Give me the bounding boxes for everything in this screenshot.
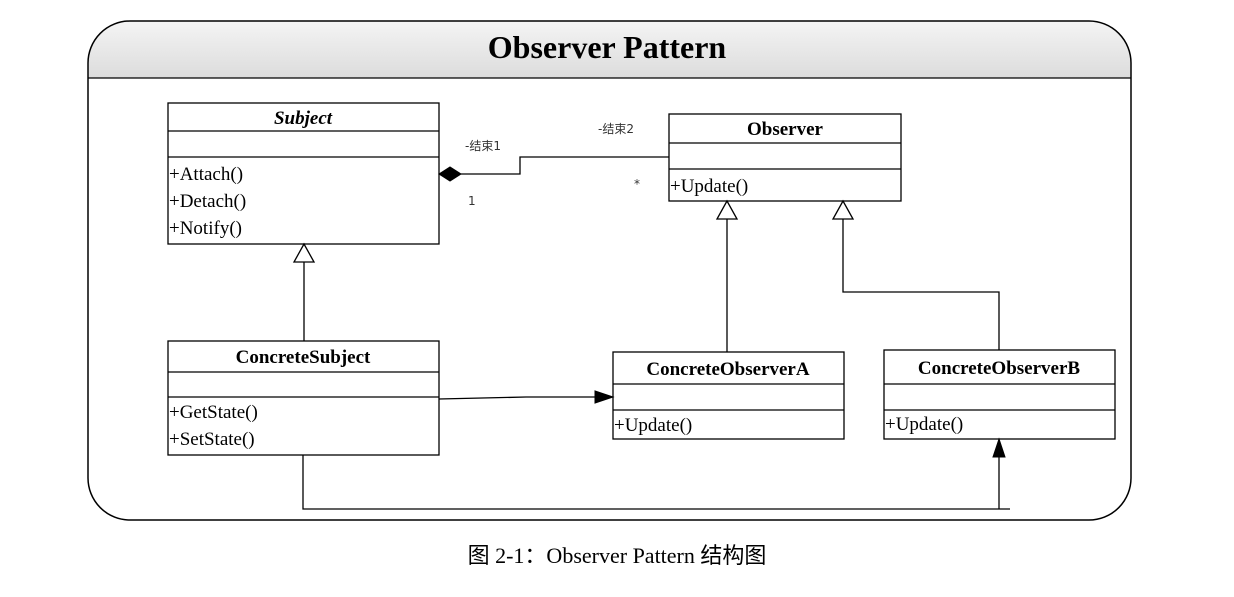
class-name: ConcreteObserverB (918, 358, 1080, 379)
operation: +GetState() (169, 402, 258, 423)
association-concrete-subject-to-observer-a (438, 390, 615, 404)
class-concrete-observer-a: ConcreteObserverA +Update() (612, 351, 845, 440)
figure-caption: 图 2-1：Observer Pattern 结构图 (467, 543, 767, 568)
association-end1-role: -结束1 (465, 139, 501, 153)
association-concrete-subject-to-observer-b (302, 437, 1010, 510)
generalization-concrete-observer-b-to-observer (831, 199, 1000, 350)
composition-diamond-icon (438, 166, 462, 182)
class-name: Subject (274, 108, 333, 129)
operation: +Update() (614, 415, 692, 436)
operation: +Update() (670, 176, 748, 197)
class-observer: Observer +Update() (668, 113, 902, 202)
association-end2-role: -结束2 (598, 122, 634, 136)
class-concrete-observer-b: ConcreteObserverB +Update() (883, 349, 1116, 440)
class-name: Observer (747, 119, 824, 140)
generalization-concrete-observer-a-to-observer (715, 199, 739, 352)
association-end1-multiplicity: 1 (468, 194, 476, 208)
composition-subject-observer: -结束1 -结束2 1 * (438, 122, 669, 208)
generalization-concrete-subject-to-subject (292, 242, 316, 341)
operation: +Update() (885, 414, 963, 435)
diagram-title: Observer Pattern (488, 29, 727, 65)
operation: +Attach() (169, 164, 243, 185)
operation: +Notify() (169, 218, 242, 239)
class-name: ConcreteSubject (236, 347, 371, 368)
class-concrete-subject: ConcreteSubject +GetState() +SetState() (167, 340, 440, 456)
class-subject: Subject +Attach() +Detach() +Notify() (167, 102, 440, 245)
arrowhead-icon (594, 390, 615, 404)
operation: +SetState() (169, 429, 255, 450)
operation: +Detach() (169, 191, 246, 212)
arrowhead-icon (992, 437, 1006, 458)
association-end2-multiplicity: * (634, 177, 640, 191)
class-name: ConcreteObserverA (646, 359, 809, 380)
